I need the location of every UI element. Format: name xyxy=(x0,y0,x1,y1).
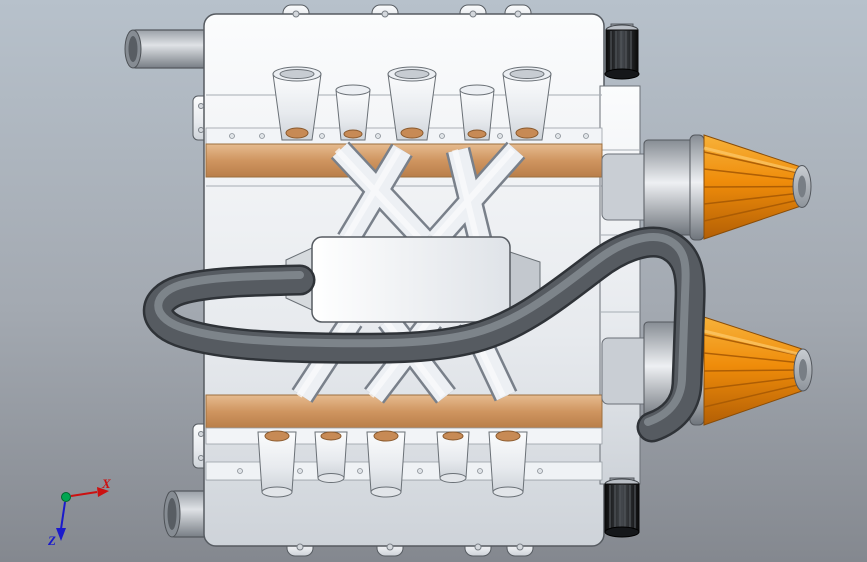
gear-body xyxy=(604,483,640,533)
pipe-bore xyxy=(128,36,138,62)
trumpet[interactable] xyxy=(436,431,470,483)
pipe-highlight xyxy=(154,233,690,426)
trumpet[interactable] xyxy=(257,430,297,498)
trumpet[interactable] xyxy=(366,430,406,498)
orientation-triad: X Z xyxy=(47,476,111,548)
air-filter-cone-upper[interactable] xyxy=(643,134,812,241)
filter-tip-center xyxy=(799,359,807,381)
z-axis-arrowhead xyxy=(56,528,66,541)
cone-highlight xyxy=(703,146,802,174)
bolt-circles xyxy=(198,10,524,551)
exhaust-pipe[interactable] xyxy=(142,226,706,443)
x-axis xyxy=(70,491,98,497)
cam-gear-bottom[interactable] xyxy=(604,477,640,538)
trumpet[interactable] xyxy=(459,84,495,141)
intake-trumpets-bottom[interactable] xyxy=(257,430,528,498)
origin-dot xyxy=(61,492,71,502)
center-plenum-box[interactable] xyxy=(285,236,541,323)
trumpet[interactable] xyxy=(387,66,437,141)
plenum-body xyxy=(311,236,511,323)
gear-knurl xyxy=(609,485,636,531)
manifold-band-lower[interactable] xyxy=(205,394,603,429)
gear-lower-flange xyxy=(604,68,640,80)
x-axis-arrowhead xyxy=(97,487,109,497)
pipe-bore xyxy=(167,498,177,530)
cone-ribs xyxy=(703,151,802,222)
trumpet[interactable] xyxy=(502,66,552,141)
trumpet[interactable] xyxy=(335,84,371,141)
triad-z-label: Z xyxy=(47,533,56,548)
trumpet[interactable] xyxy=(314,431,348,483)
inlet-pipe-top-left[interactable] xyxy=(124,29,210,69)
cone-highlight xyxy=(703,329,803,357)
trumpet[interactable] xyxy=(272,66,322,141)
gear-lower-flange xyxy=(604,526,640,538)
block-right-plate xyxy=(599,85,641,485)
lower-ledge-bolts xyxy=(237,468,543,474)
filter-collar-ring xyxy=(689,134,705,241)
trumpet[interactable] xyxy=(488,430,528,498)
intake-trumpets-top[interactable] xyxy=(272,66,552,141)
cam-gear-top[interactable] xyxy=(604,23,640,80)
triad-x-label: X xyxy=(101,476,111,491)
filter-duct-lower[interactable] xyxy=(601,337,651,405)
filter-duct-upper[interactable] xyxy=(601,153,651,221)
filter-base-cylinder xyxy=(643,139,695,236)
gear-knurl xyxy=(610,31,632,73)
upper-ledge-bolts xyxy=(229,133,589,139)
filter-tip-center xyxy=(798,175,806,198)
z-axis xyxy=(60,501,66,530)
